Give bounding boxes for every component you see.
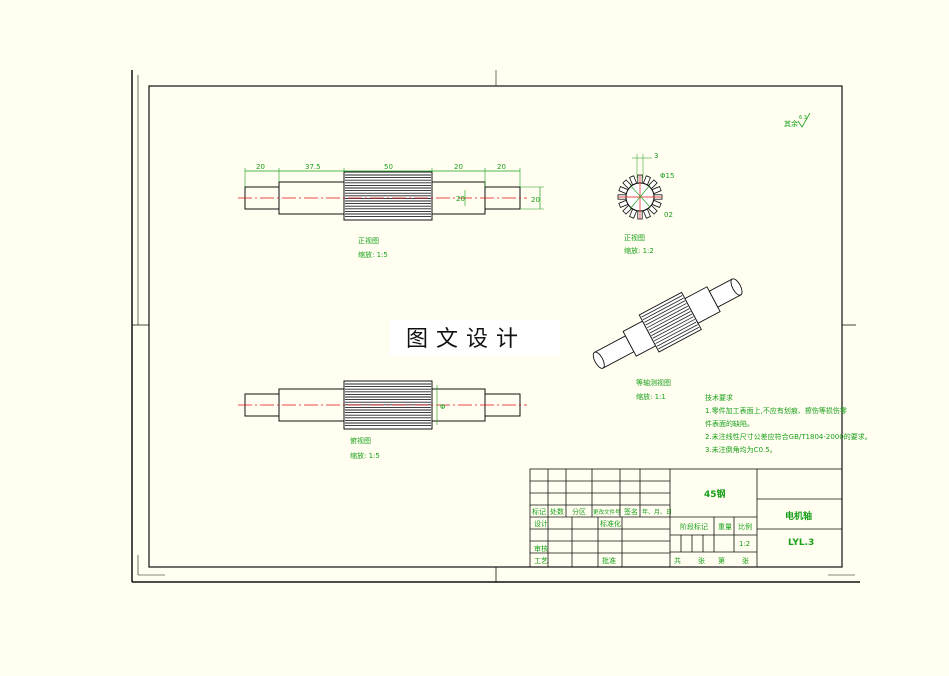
scale-value: 1:2 (739, 540, 750, 548)
svg-text:3.未注倒角均为C0.5。: 3.未注倒角均为C0.5。 (705, 445, 777, 454)
top-view-scale: 缩放: 1:5 (350, 451, 380, 460)
inner-border (148, 85, 843, 568)
svg-text:设计: 设计 (534, 519, 548, 528)
svg-text:Φ15: Φ15 (660, 172, 674, 180)
svg-text:20: 20 (454, 163, 463, 171)
svg-text:第: 第 (718, 556, 725, 565)
svg-text:批准: 批准 (602, 556, 616, 565)
svg-text:处数: 处数 (550, 507, 564, 516)
svg-text:分区: 分区 (572, 507, 586, 516)
svg-text:2.未注线性尺寸公差应符合GB/T1804-2000的要求。: 2.未注线性尺寸公差应符合GB/T1804-2000的要求。 (705, 432, 872, 441)
svg-text:工艺: 工艺 (534, 557, 548, 565)
svg-text:1.零件加工表面上,不应有划痕、擦伤等损伤零: 1.零件加工表面上,不应有划痕、擦伤等损伤零 (705, 406, 847, 415)
iso-view-title: 等轴测视图 (636, 378, 671, 387)
roughness-symbol-icon (797, 112, 811, 128)
svg-text:审核: 审核 (534, 544, 548, 553)
svg-text:阶段标记: 阶段标记 (680, 522, 708, 531)
svg-text:标记: 标记 (532, 507, 546, 516)
section-view-scale: 缩放: 1:2 (624, 246, 654, 255)
svg-text:37.5: 37.5 (305, 163, 321, 171)
svg-text:更改文件号: 更改文件号 (593, 508, 621, 516)
watermark: 图文设计 (406, 327, 526, 352)
svg-text:重量: 重量 (718, 523, 732, 531)
section-view: 3 Φ15 02 正视图 缩放: 1:2 (617, 152, 674, 255)
svg-text:签名: 签名 (624, 507, 638, 516)
svg-text:6.3: 6.3 (799, 115, 807, 121)
front-view: 20 37.5 50 20 20 20 20 正视图 缩放: 1:5 (238, 163, 544, 259)
svg-text:20: 20 (497, 163, 506, 171)
svg-text:比例: 比例 (738, 522, 752, 531)
svg-text:张: 张 (698, 556, 705, 565)
top-view-title: 俯视图 (350, 436, 371, 445)
drawing-number: LYL.3 (788, 538, 814, 548)
svg-text:年、月、日: 年、月、日 (642, 508, 672, 516)
technical-notes: 技术要求 1.零件加工表面上,不应有划痕、擦伤等损伤零 件表面的缺陷。 2.未注… (705, 393, 872, 454)
watermark-bg (390, 320, 560, 356)
svg-text:3: 3 (654, 152, 658, 160)
top-view: Φ 俯视图 缩放: 1:5 (238, 380, 527, 460)
svg-text:02: 02 (664, 211, 673, 219)
svg-text:件表面的缺陷。: 件表面的缺陷。 (705, 419, 754, 428)
iso-view-scale: 缩放: 1:1 (636, 392, 666, 401)
svg-text:50: 50 (384, 163, 393, 171)
svg-text:20: 20 (531, 196, 540, 204)
svg-text:20: 20 (256, 163, 265, 171)
front-view-title: 正视图 (358, 236, 379, 245)
svg-text:标准化: 标准化 (600, 519, 621, 528)
svg-text:张: 张 (742, 556, 749, 565)
title-block (529, 468, 843, 568)
section-view-title: 正视图 (624, 233, 645, 242)
svg-text:20: 20 (456, 195, 465, 203)
svg-text:Φ: Φ (440, 403, 446, 411)
iso-view (592, 278, 743, 369)
surface-finish-label: 其余 (784, 119, 798, 128)
material: 45钢 (704, 488, 726, 500)
front-view-scale: 缩放: 1:5 (358, 250, 388, 259)
svg-text:技术要求: 技术要求 (705, 393, 733, 402)
part-name: 电机轴 (785, 510, 812, 522)
svg-text:共: 共 (674, 556, 681, 565)
